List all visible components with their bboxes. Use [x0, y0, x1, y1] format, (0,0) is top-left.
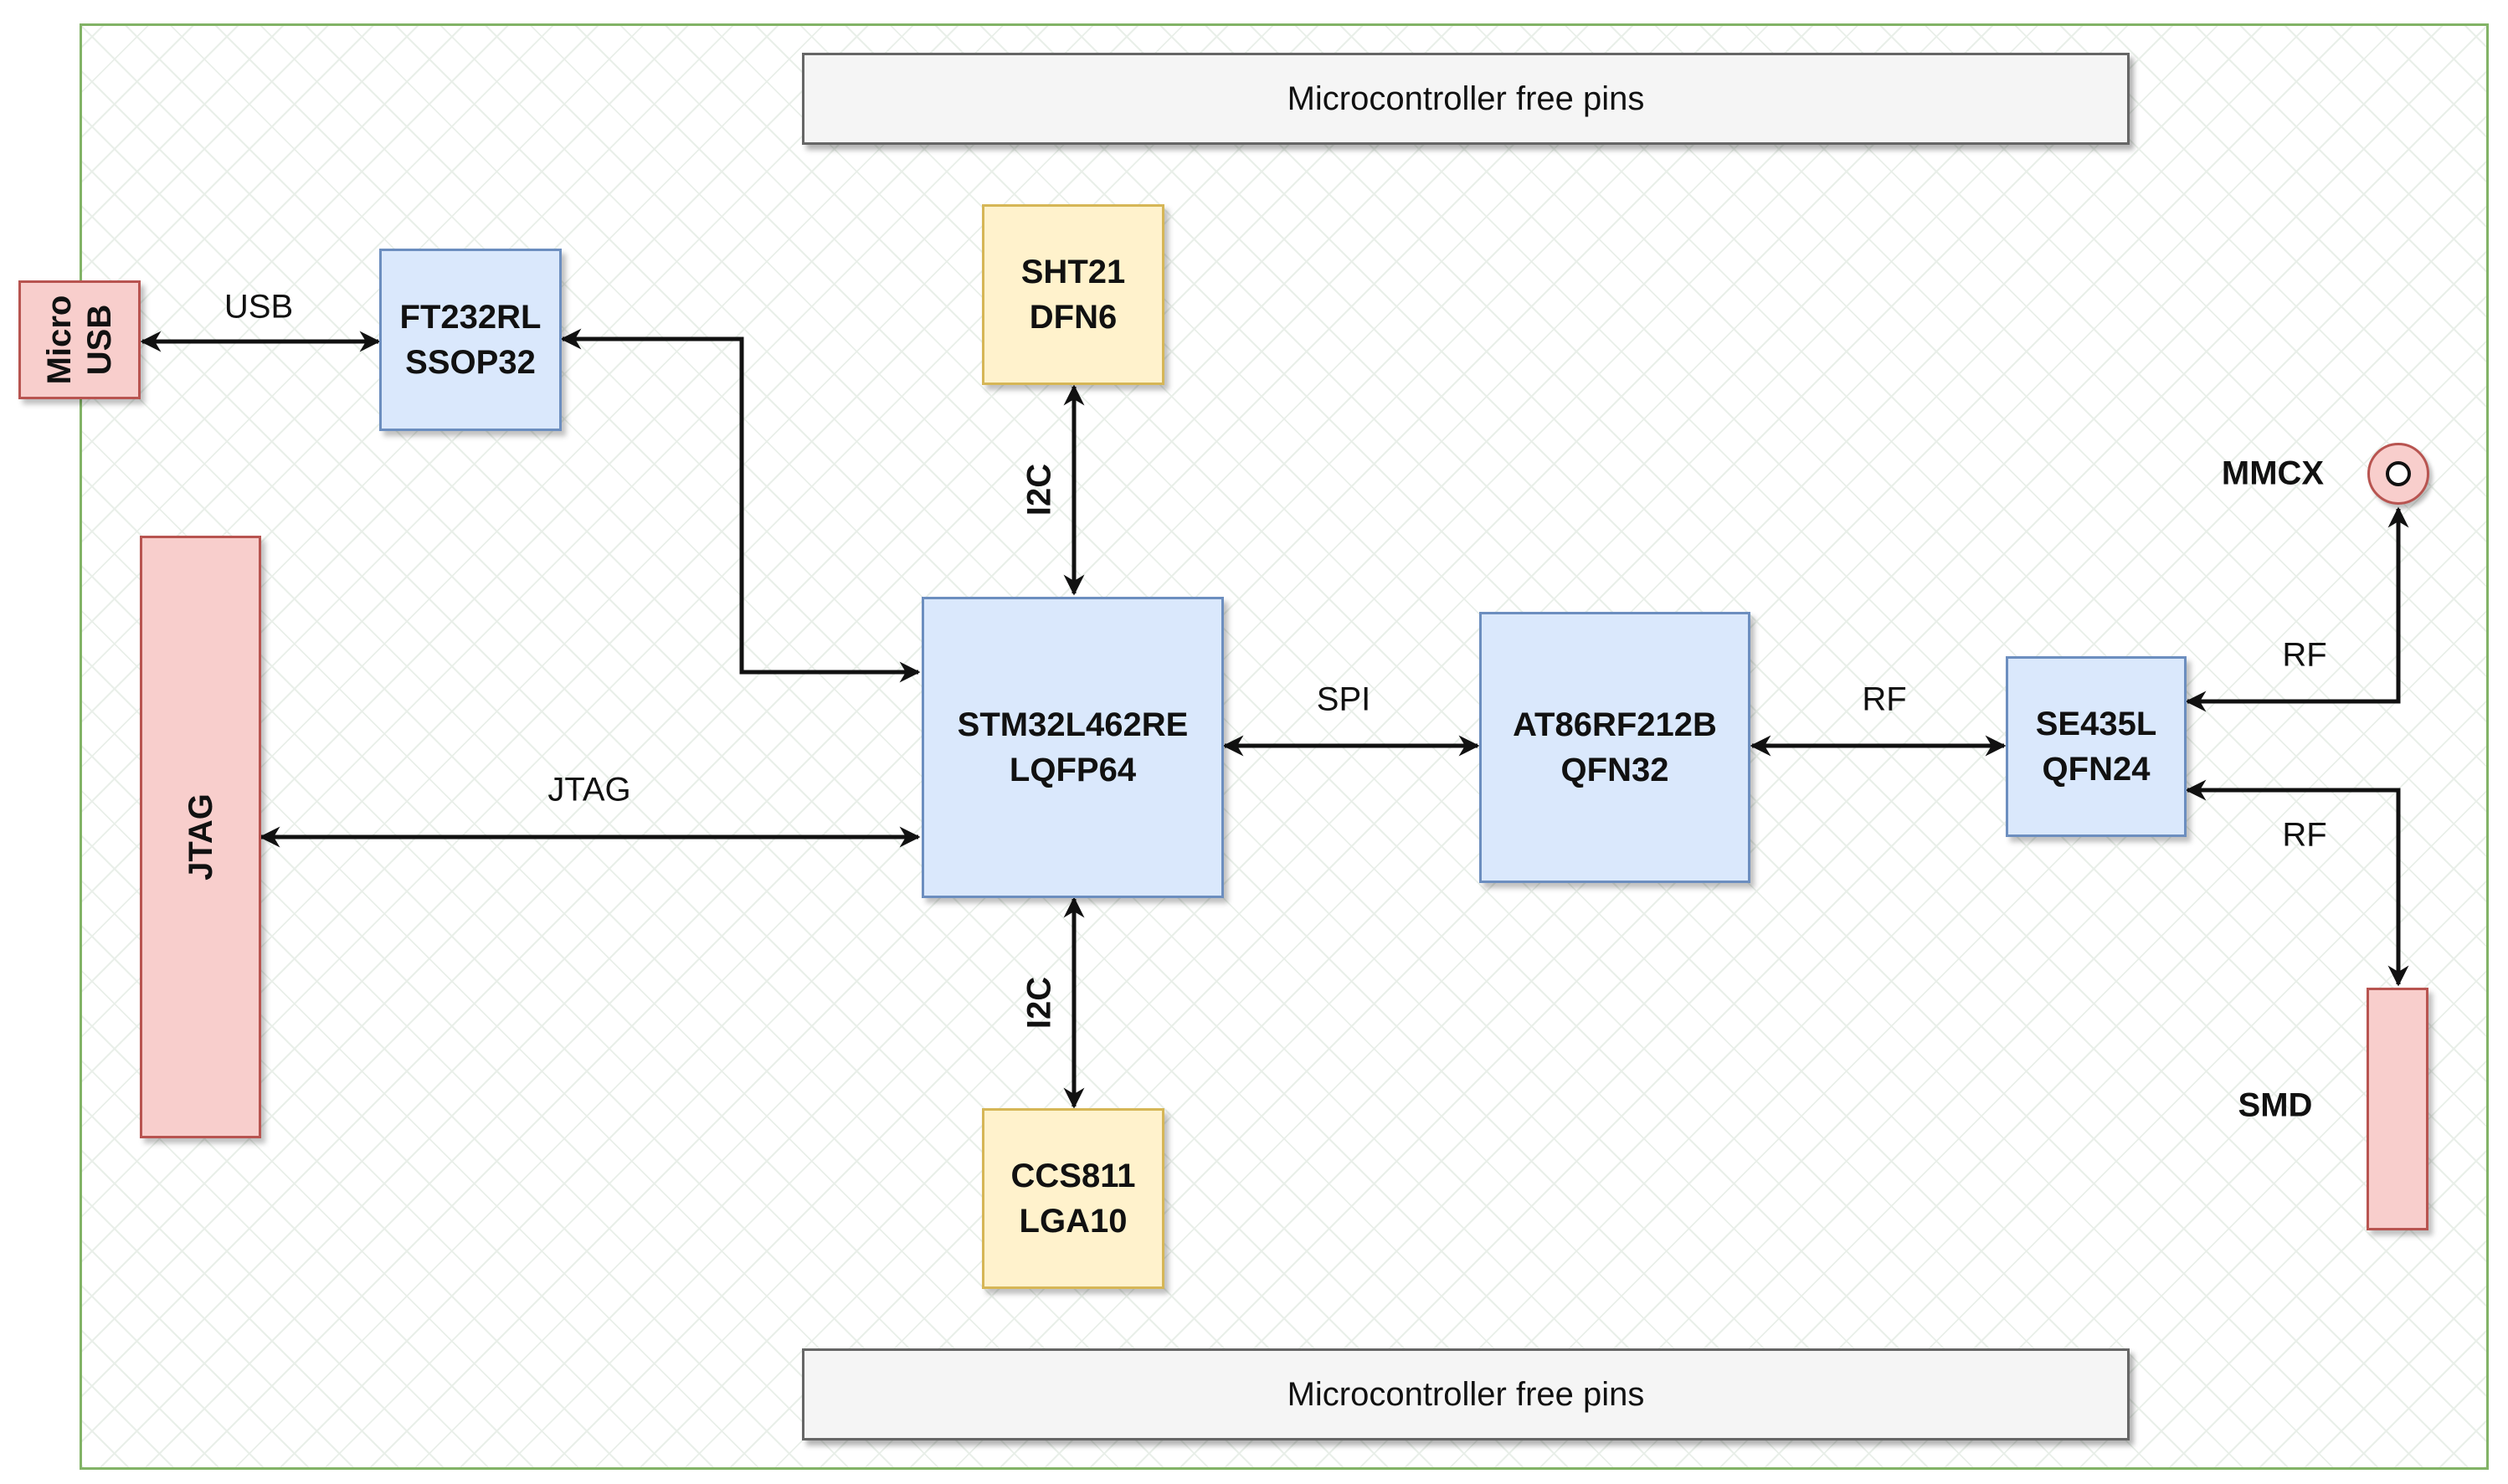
ft232rl-name: FT232RL: [399, 299, 542, 336]
se435l-name: SE435L: [2035, 706, 2157, 742]
se435l-frontend: SE435L QFN24: [2006, 656, 2187, 837]
ft232rl-package: SSOP32: [405, 344, 536, 381]
ft232rl-chip: FT232RL SSOP32: [379, 249, 562, 431]
se435l-package: QFN24: [2042, 751, 2151, 788]
sht21-name: SHT21: [1020, 254, 1126, 290]
mmcx-label: MMCX: [2221, 454, 2325, 492]
i2c-top-link-label: I2C: [1020, 463, 1058, 516]
micro-usb-label-line1: Micro: [41, 295, 78, 385]
sht21-sensor: SHT21 DFN6: [982, 204, 1164, 385]
at86rf212b-transceiver: AT86RF212B QFN32: [1479, 612, 1750, 883]
jtag-connector-label: JTAG: [182, 793, 219, 881]
jtag-link-label: JTAG: [547, 771, 631, 809]
smd-label: SMD: [2238, 1086, 2313, 1124]
smd-connector: [2367, 988, 2428, 1230]
rf-mmcx-link-label: RF: [2282, 636, 2327, 674]
micro-usb-label-line2: USB: [81, 304, 118, 376]
ft232-stm32-wire: [560, 328, 921, 683]
mmcx-connector: [2367, 443, 2429, 505]
rf-smd-link-label: RF: [2282, 816, 2327, 854]
free-pins-top-label: Microcontroller free pins: [1287, 80, 1645, 117]
free-pins-bottom-label: Microcontroller free pins: [1287, 1376, 1645, 1413]
sht21-package: DFN6: [1029, 299, 1118, 336]
micro-usb-connector: Micro USB: [18, 280, 141, 399]
stm32-microcontroller: STM32L462RE LQFP64: [922, 597, 1224, 898]
stm32-package: LQFP64: [1009, 752, 1137, 788]
usb-link-label: USB: [224, 288, 294, 326]
spi-link-label: SPI: [1316, 680, 1371, 718]
free-pins-top-header: Microcontroller free pins: [802, 53, 2130, 145]
jtag-connector: JTAG: [140, 536, 261, 1138]
rf-mmcx-wire: [2185, 506, 2409, 712]
rf-smd-wire: [2185, 779, 2409, 987]
free-pins-bottom-header: Microcontroller free pins: [802, 1348, 2130, 1440]
ccs811-sensor: CCS811 LGA10: [982, 1108, 1164, 1289]
ccs811-name: CCS811: [1010, 1158, 1136, 1194]
stm32-name: STM32L462RE: [957, 706, 1189, 743]
rf-mid-link-label: RF: [1862, 680, 1907, 718]
at86-name: AT86RF212B: [1513, 706, 1717, 743]
at86-package: QFN32: [1560, 752, 1669, 788]
mmcx-pin-icon: [2386, 461, 2411, 486]
ccs811-package: LGA10: [1019, 1203, 1128, 1240]
i2c-bottom-link-label: I2C: [1020, 976, 1058, 1030]
